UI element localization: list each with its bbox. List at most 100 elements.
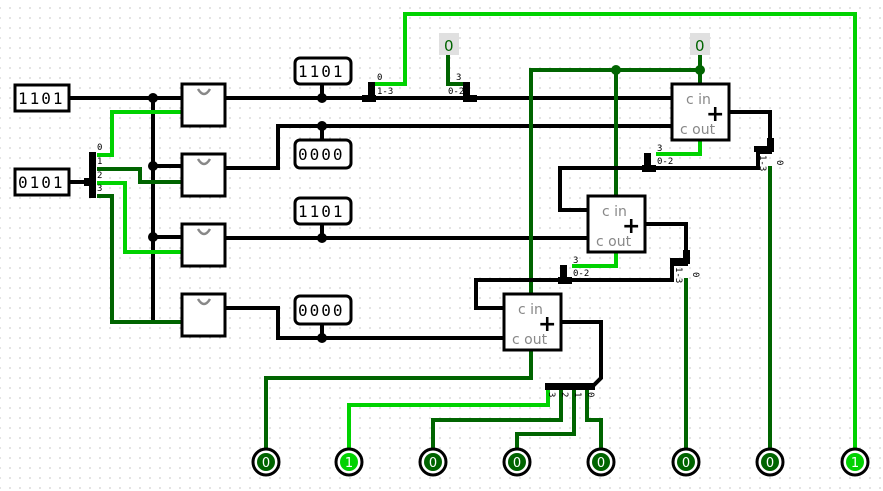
splitter-label: 0-2 <box>573 269 589 279</box>
splitter-label: 0-2 <box>657 157 673 167</box>
splitter-label: 0 <box>774 160 784 165</box>
output-pin-2[interactable]: 0 <box>418 447 448 477</box>
output-pin-4[interactable]: 0 <box>586 447 616 477</box>
splitter-top-right[interactable]: 3 0-2 <box>448 73 477 102</box>
wire-adder2-cout[interactable] <box>572 250 618 268</box>
adder-2[interactable]: c in c out + <box>586 194 647 254</box>
output-pin-3[interactable]: 0 <box>502 447 532 477</box>
wire-out1[interactable] <box>515 388 576 457</box>
output-pin-1[interactable]: 1 <box>334 447 364 477</box>
wire-b3[interactable] <box>97 194 184 324</box>
input-pin-b[interactable]: 0101 <box>13 167 71 197</box>
output-value: 0 <box>429 456 437 471</box>
plus-icon: + <box>538 312 556 337</box>
splitter-right-2[interactable]: 0 1-3 <box>670 250 700 283</box>
input-b-value: 0101 <box>18 173 65 192</box>
output-pin-0[interactable]: 0 <box>251 447 281 477</box>
plus-icon: + <box>706 102 724 127</box>
splitter-label: 2 <box>97 171 102 181</box>
splitter-top-left[interactable]: 0 1-3 <box>362 73 393 102</box>
wire-g4-out[interactable] <box>223 306 506 340</box>
junction <box>695 65 705 75</box>
output-value: 0 <box>513 456 521 471</box>
output-pin-6[interactable]: 0 <box>755 447 785 477</box>
output-value: 0 <box>766 456 774 471</box>
probe-1[interactable]: 1101 <box>293 56 353 100</box>
wire-adder1-sum[interactable] <box>728 110 772 145</box>
adder-cout-label: c out <box>512 332 548 348</box>
constant-value: 0 <box>444 37 454 55</box>
output-value: 1 <box>851 456 859 471</box>
splitter-mid-2[interactable]: 3 0-2 <box>558 256 589 284</box>
splitter-label: 0 <box>377 73 382 83</box>
adder-3[interactable]: c in c out + <box>502 292 563 352</box>
splitter-label: 1-3 <box>757 155 767 171</box>
wire-out2[interactable] <box>431 388 563 457</box>
probe-value: 0000 <box>298 145 345 164</box>
probe-4[interactable]: 0000 <box>293 294 353 340</box>
and-gate-1[interactable] <box>180 82 227 128</box>
splitter-label: 1 <box>572 392 582 397</box>
gate-symbol-icon <box>196 228 212 236</box>
wire-g2-out[interactable] <box>223 124 674 170</box>
input-pin-a[interactable]: 1101 <box>13 83 71 113</box>
splitter-label: 1 <box>97 157 102 167</box>
splitter-label: 0 <box>690 272 700 277</box>
wire-top-bit0[interactable] <box>375 12 857 457</box>
probe-value: 1101 <box>298 62 345 81</box>
and-gate-3[interactable] <box>180 222 227 268</box>
adder-cout-label: c out <box>680 122 716 138</box>
gate-symbol-icon <box>196 298 212 306</box>
output-value: 0 <box>597 456 605 471</box>
splitter-label: 3 <box>573 256 578 266</box>
wire-const1[interactable] <box>446 53 464 86</box>
splitter-mid-1[interactable]: 3 0-2 <box>642 144 673 172</box>
splitter-label: 3 <box>456 73 461 83</box>
adder-cin-label: c in <box>686 92 711 108</box>
constant-0-left[interactable]: 0 <box>439 33 459 55</box>
adder-cin-label: c in <box>518 302 543 318</box>
probe-3[interactable]: 1101 <box>293 196 353 240</box>
wire-adder2-sum[interactable] <box>642 222 688 257</box>
wire-adder1-cout[interactable] <box>656 138 702 156</box>
wire-out3[interactable] <box>347 388 550 457</box>
probe-value: 1101 <box>298 202 345 221</box>
plus-icon: + <box>622 214 640 239</box>
junction <box>148 232 158 242</box>
splitter-label: 1-3 <box>377 87 393 97</box>
junction <box>611 65 621 75</box>
splitter-label: 0 <box>585 392 595 397</box>
output-value: 0 <box>262 456 270 471</box>
and-gate-4[interactable] <box>180 292 227 338</box>
splitter-output[interactable]: 3 2 1 0 <box>545 383 595 397</box>
junction <box>148 93 158 103</box>
splitter-b[interactable]: 0 1 2 3 <box>84 143 102 198</box>
wire-b0[interactable] <box>97 110 184 157</box>
probe-2[interactable]: 0000 <box>293 124 353 170</box>
splitter-right-1[interactable]: 0 1-3 <box>754 138 784 171</box>
constant-value: 0 <box>695 37 705 55</box>
splitter-label: 1-3 <box>673 267 683 283</box>
and-gate-2[interactable] <box>180 152 227 198</box>
probe-value: 0000 <box>298 301 345 320</box>
wire-b2[interactable] <box>97 181 184 254</box>
output-value: 0 <box>682 456 690 471</box>
constant-0-right[interactable]: 0 <box>690 33 710 55</box>
output-pin-5[interactable]: 0 <box>671 447 701 477</box>
output-value: 1 <box>345 456 353 471</box>
output-pin-7[interactable]: 1 <box>840 447 870 477</box>
splitter-label: 0-2 <box>448 87 464 97</box>
splitter-label: 0 <box>97 143 102 153</box>
wire-a-vertical[interactable] <box>151 96 184 324</box>
junction <box>148 161 158 171</box>
input-a-value: 1101 <box>18 89 65 108</box>
splitter-label: 3 <box>97 184 102 194</box>
gate-symbol-icon <box>196 88 212 96</box>
adder-cin-label: c in <box>602 204 627 220</box>
wire-out0[interactable] <box>585 388 603 457</box>
splitter-label: 2 <box>559 392 569 397</box>
adder-1[interactable]: c in c out + <box>670 82 731 142</box>
wire-b1[interactable] <box>97 167 184 184</box>
